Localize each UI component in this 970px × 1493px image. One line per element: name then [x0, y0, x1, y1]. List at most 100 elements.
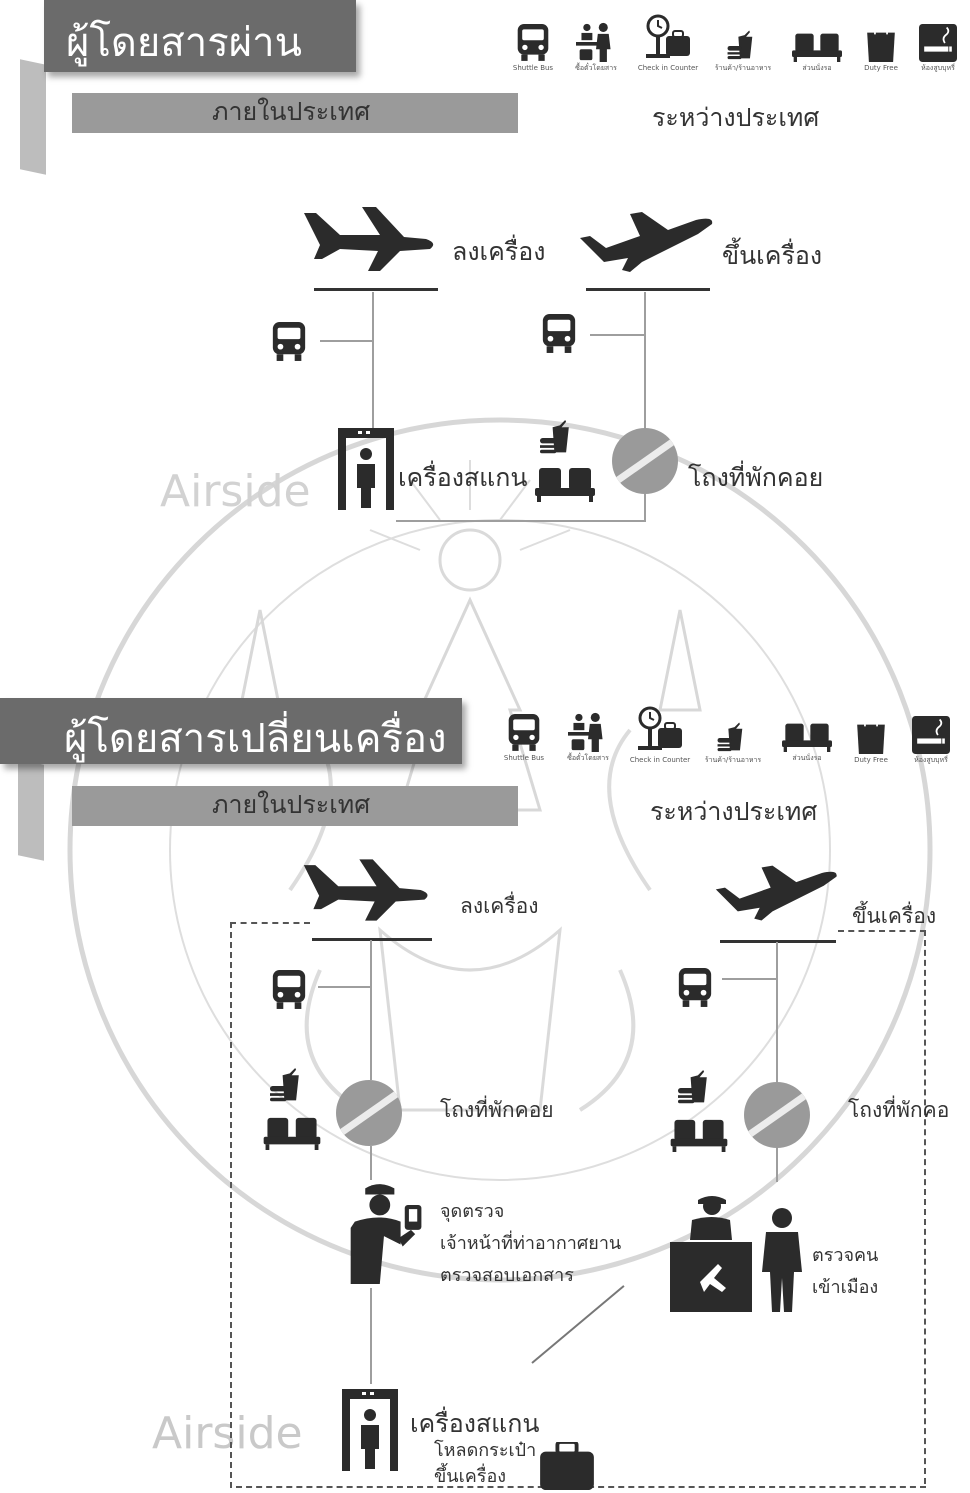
waiting-seats-icon: [262, 1116, 322, 1150]
transfer-boundary-top-left: [230, 922, 310, 924]
food-drink-icon: [716, 722, 750, 754]
section1-scanner-label: เครื่องสแกน: [398, 463, 528, 492]
connector-line: [776, 1148, 778, 1182]
waiting-seats-icon: [780, 722, 834, 752]
airside-watermark-top: Airside: [160, 466, 311, 517]
connector-line: [370, 1146, 372, 1180]
connector-line: [590, 334, 644, 336]
gate-lounge-circle: [744, 1082, 810, 1148]
section2-ribbon-tail: [18, 759, 44, 861]
section2-security-text: จุดตรวจ เจ้าหน้าที่ท่าอากาศยาน ตรวจสอบเอ…: [440, 1196, 621, 1292]
legend-label: ห้องสูบบุหรี่: [921, 64, 955, 72]
connector-line: [320, 340, 372, 342]
connector-line: [776, 942, 778, 1082]
section1-gate-label: โถงที่พักคอย: [688, 463, 824, 492]
waiting-seats-icon: [790, 32, 844, 62]
legend-label: Shuttle Bus: [503, 754, 545, 762]
legend-label: ส่วนนั่งรอ: [792, 754, 822, 762]
security-line-1: จุดตรวจ: [440, 1201, 505, 1222]
section2-international-label: ระหว่างประเทศ: [650, 797, 818, 826]
waiting-seats-icon: [534, 466, 596, 502]
duty-free-bag-icon: [865, 24, 897, 62]
gate-lounge-circle: [612, 428, 678, 494]
legend-item-check-in: Check in Counter: [622, 706, 698, 765]
legend-label: ห้องสูบบุหรี่: [914, 756, 948, 764]
security-line-2: เจ้าหน้าที่ท่าอากาศยาน: [440, 1233, 622, 1254]
security-scanner-icon: [336, 426, 396, 510]
gate-lounge-circle: [336, 1080, 402, 1146]
section1-domestic-bar: ภายในประเทศ: [72, 93, 518, 133]
legend-label: Check in Counter: [637, 64, 699, 72]
check-in-counter-icon: [644, 14, 692, 62]
legend-item-food: ร้านค้า/ร้านอาหาร: [702, 722, 764, 765]
legend-label: ร้านค้า/ร้านอาหาร: [714, 64, 772, 72]
section2-domestic-bar: ภายในประเทศ: [72, 786, 518, 826]
section2-immigration-text: ตรวจคน เข้าเมือง: [812, 1240, 878, 1304]
departure-runway-line: [586, 288, 710, 291]
smoking-room-icon: [912, 716, 950, 754]
legend-label: ส่วนนั่งรอ: [802, 64, 832, 72]
section2-domestic-label: ภายในประเทศ: [212, 790, 371, 819]
immigration-officer-icon: [670, 1192, 810, 1312]
legend-item-check-in: Check in Counter: [630, 14, 706, 73]
connector-line: [722, 978, 776, 980]
legend-label: Duty Free: [864, 64, 898, 72]
suitcase-icon: [538, 1442, 596, 1490]
section2-arrive-label: ลงเครื่อง: [460, 894, 539, 918]
security-scanner-icon: [340, 1386, 400, 1472]
section1-title-banner: ผู้โดยสารผ่าน: [44, 0, 356, 72]
section1-international-label: ระหว่างประเทศ: [652, 103, 820, 132]
baggage-line-2: ขึ้นเครื่อง: [434, 1466, 507, 1487]
connector-line: [644, 494, 646, 522]
section2-title-banner: ผู้โดยสารเปลี่ยนเครื่อง: [0, 698, 462, 764]
bus-icon: [676, 966, 714, 1008]
food-drink-icon: [676, 1070, 716, 1106]
legend-item-seats: ส่วนนั่งรอ: [780, 32, 854, 73]
legend-label: ซื้อตั๋วโดยสาร: [567, 754, 609, 762]
airplane-landing-icon: [300, 856, 434, 926]
immigration-line-2: เข้าเมือง: [812, 1277, 879, 1298]
bus-icon: [540, 312, 578, 354]
legend-label: ร้านค้า/ร้านอาหาร: [704, 756, 762, 764]
section2-gate-right-label: โถงที่พักคอ: [848, 1098, 950, 1122]
arrival-runway-line: [312, 938, 432, 941]
legend-item-seats: ส่วนนั่งรอ: [770, 722, 844, 763]
legend-label: Shuttle Bus: [512, 64, 554, 72]
immigration-line-1: ตรวจคน: [812, 1245, 879, 1266]
airplane-takeoff-icon: [708, 862, 848, 926]
bus-icon: [515, 22, 551, 62]
baggage-line-1: โหลดกระเป๋า: [434, 1440, 537, 1461]
legend-label: Duty Free: [854, 756, 888, 764]
check-in-counter-icon: [636, 706, 684, 754]
legend-item-shuttle-bus: Shuttle Bus: [496, 712, 552, 763]
section2-title: ผู้โดยสารเปลี่ยนเครื่อง: [64, 716, 447, 762]
connector-line: [372, 292, 374, 430]
transfer-boundary-right: [924, 930, 926, 1484]
bus-icon: [270, 968, 308, 1010]
university-seal-watermark: [67, 417, 933, 1283]
legend-item-food: ร้านค้า/ร้านอาหาร: [712, 30, 774, 73]
section1-domestic-label: ภายในประเทศ: [212, 97, 371, 126]
security-line-3: ตรวจสอบเอกสาร: [440, 1265, 574, 1286]
airplane-takeoff-icon: [578, 208, 718, 278]
baggage-connector-line: [531, 1285, 625, 1364]
food-drink-icon: [538, 420, 578, 456]
connector-line: [318, 986, 370, 988]
security-officer-icon: [338, 1180, 432, 1284]
legend-label: Check in Counter: [629, 756, 691, 764]
ticket-buy-icon: [568, 712, 608, 752]
legend-item-ticket: ซื้อตั๋วโดยสาร: [558, 712, 618, 763]
legend-item-shuttle-bus: Shuttle Bus: [505, 22, 561, 73]
section2-scanner-label: เครื่องสแกน: [410, 1409, 540, 1438]
section2-depart-label: ขึ้นเครื่อง: [852, 904, 937, 928]
connector-line: [370, 1288, 372, 1384]
ticket-buy-icon: [576, 22, 616, 62]
legend-item-smoking: ห้องสูบบุหรี่: [908, 24, 968, 73]
legend-item-duty-free: Duty Free: [858, 24, 904, 73]
bus-icon: [506, 712, 542, 752]
transfer-boundary-top-right: [838, 930, 926, 932]
section2-gate-left-label: โถงที่พักคอย: [440, 1098, 554, 1122]
arrival-runway-line: [314, 288, 438, 291]
section1-depart-label: ขึ้นเครื่อง: [722, 241, 823, 270]
transfer-boundary-left: [230, 922, 232, 1488]
